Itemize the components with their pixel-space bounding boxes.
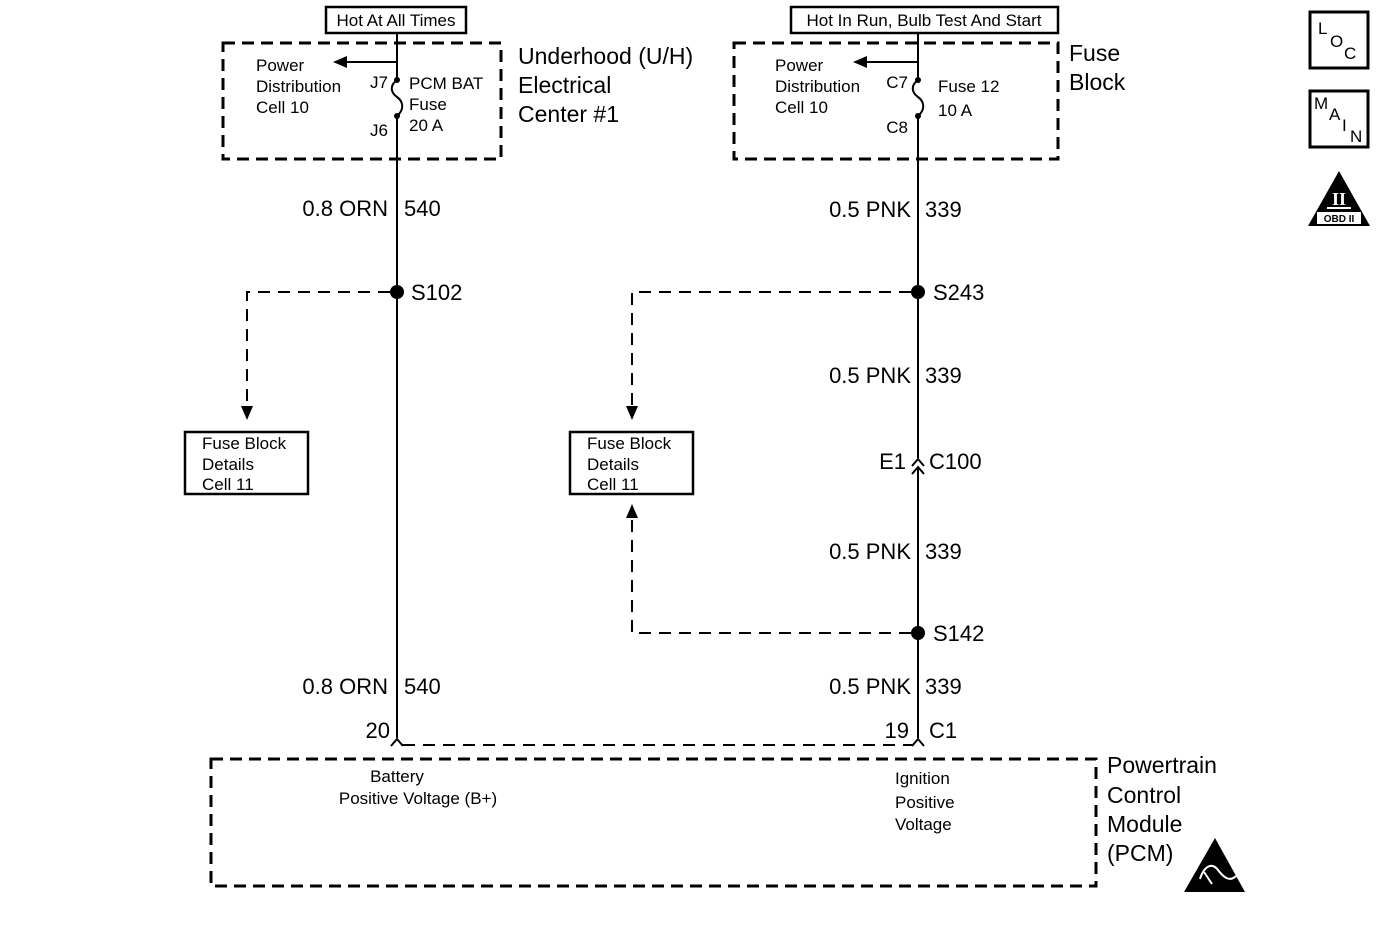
uh-title-line-2: Electrical <box>518 72 611 98</box>
connector-chevron-icon <box>911 737 925 747</box>
svg-text:Details: Details <box>202 455 254 474</box>
uh-title-line-1: Underhood (U/H) <box>518 43 693 69</box>
obd-ii-icon[interactable]: II OBD II <box>1308 171 1370 226</box>
fb-ref-line-2: Distribution <box>775 77 860 96</box>
pcm-pin-19: 19 <box>885 718 909 743</box>
uh-fuse-line-2: Fuse <box>409 95 447 114</box>
svg-text:M: M <box>1314 94 1328 113</box>
splice-s142: S142 <box>933 621 984 646</box>
pcm-title-line-4: (PCM) <box>1107 840 1173 866</box>
arrow-up-icon <box>626 504 638 518</box>
main-icon[interactable]: M A I N <box>1308 89 1370 149</box>
pcm-title-line-2: Control <box>1107 782 1181 808</box>
pcm-title-line-3: Module <box>1107 811 1182 837</box>
wire-circuit-number: 339 <box>925 539 962 564</box>
pcm-ignition-line-3: Voltage <box>895 815 952 834</box>
svg-text:N: N <box>1350 127 1362 146</box>
svg-text:C: C <box>1344 44 1356 63</box>
uh-pin-in: J7 <box>370 73 388 92</box>
pcm-pin-20: 20 <box>366 718 390 743</box>
source-label-right: Hot In Run, Bulb Test And Start <box>789 5 1060 35</box>
fb-title-line-1: Fuse <box>1069 40 1120 66</box>
fuse-block: Power Distribution Cell 10 C7 C8 Fuse 12… <box>732 33 1060 161</box>
wire-circuit-number: 339 <box>925 674 962 699</box>
splice-dot <box>911 626 925 640</box>
svg-text:Cell 11: Cell 11 <box>202 475 254 494</box>
wire-circuit-number: 339 <box>925 363 962 388</box>
svg-text:Cell 11: Cell 11 <box>587 475 639 494</box>
fb-ref-line-1: Power <box>775 56 824 75</box>
svg-text:A: A <box>1329 105 1341 124</box>
arrow-down-icon <box>626 406 638 420</box>
details-box-right[interactable]: Fuse Block Details Cell 11 <box>568 430 695 496</box>
wire-size-color: 0.5 PNK <box>829 539 911 564</box>
svg-text:II: II <box>1332 189 1346 209</box>
loc-icon[interactable]: L O C <box>1308 10 1370 70</box>
pcm-battery-line-1: Battery <box>370 767 424 786</box>
wire-size-color: 0.8 ORN <box>302 196 388 221</box>
uh-electrical-center: Power Distribution Cell 10 J7 J6 PCM BAT… <box>221 33 503 161</box>
pcm-module: Battery Positive Voltage (B+) Ignition P… <box>209 757 1098 888</box>
wire-circuit-number: 339 <box>925 197 962 222</box>
fb-ref-line-3: Cell 10 <box>775 98 828 117</box>
uh-ref-line-2: Distribution <box>256 77 341 96</box>
wire-size-color: 0.5 PNK <box>829 197 911 222</box>
connector-c100: C100 <box>929 449 982 474</box>
arrow-left-icon <box>333 56 347 68</box>
esd-warning-icon <box>1184 838 1245 892</box>
arrow-left-icon <box>853 56 867 68</box>
wire-circuit-number: 540 <box>404 674 441 699</box>
uh-ref-line-1: Power <box>256 56 305 75</box>
splice-s243: S243 <box>933 280 984 305</box>
fuse-icon <box>911 79 925 117</box>
svg-text:Hot In Run, Bulb Test And Star: Hot In Run, Bulb Test And Start <box>807 11 1042 30</box>
circuit-339: 0.5 PNK 339 S243 0.5 PNK 339 E1 C100 0.5… <box>829 159 984 747</box>
branch-s243 <box>631 291 911 412</box>
branch-s102 <box>246 291 390 412</box>
pcm-ignition-line-1: Ignition <box>895 769 950 788</box>
arrow-down-icon <box>241 406 253 420</box>
pcm-connector-c1: C1 <box>929 718 957 743</box>
svg-text:I: I <box>1342 116 1347 135</box>
svg-text:Details: Details <box>587 455 639 474</box>
details-box-left[interactable]: Fuse Block Details Cell 11 <box>183 430 310 496</box>
svg-text:OBD II: OBD II <box>1324 214 1355 225</box>
source-label-left: Hot At All Times <box>324 5 468 35</box>
pcm-title-line-1: Powertrain <box>1107 752 1217 778</box>
splice-dot <box>911 285 925 299</box>
pcm-ignition-line-2: Positive <box>895 793 955 812</box>
svg-text:Fuse Block: Fuse Block <box>587 434 672 453</box>
uh-fuse-line-3: 20 A <box>409 116 444 135</box>
wire-circuit-number: 540 <box>404 196 441 221</box>
connector-pin-e1: E1 <box>879 449 906 474</box>
fb-fuse-line-2: 10 A <box>938 101 973 120</box>
svg-text:L: L <box>1318 19 1327 38</box>
fb-pin-in: C7 <box>886 73 908 92</box>
connector-chevron-icon <box>911 457 925 467</box>
uh-pin-out: J6 <box>370 121 388 140</box>
fb-fuse-line-1: Fuse 12 <box>938 77 999 96</box>
pcm-battery-line-2: Positive Voltage (B+) <box>339 789 497 808</box>
branch-s142 <box>631 518 911 634</box>
connector-chevron-icon <box>390 737 404 747</box>
uh-ref-line-3: Cell 10 <box>256 98 309 117</box>
svg-text:Hot At All Times: Hot At All Times <box>336 11 455 30</box>
wire-size-color: 0.5 PNK <box>829 363 911 388</box>
fb-pin-out: C8 <box>886 118 908 137</box>
uh-title-line-3: Center #1 <box>518 101 619 127</box>
splice-dot <box>390 285 404 299</box>
svg-text:O: O <box>1330 32 1343 51</box>
splice-s102: S102 <box>411 280 462 305</box>
svg-text:Fuse Block: Fuse Block <box>202 434 287 453</box>
wire-size-color: 0.8 ORN <box>302 674 388 699</box>
fb-title-line-2: Block <box>1069 69 1126 95</box>
fuse-icon <box>390 79 404 117</box>
uh-fuse-line-1: PCM BAT <box>409 74 483 93</box>
circuit-540: 0.8 ORN 540 S102 0.8 ORN 540 20 <box>302 159 462 747</box>
wire-size-color: 0.5 PNK <box>829 674 911 699</box>
